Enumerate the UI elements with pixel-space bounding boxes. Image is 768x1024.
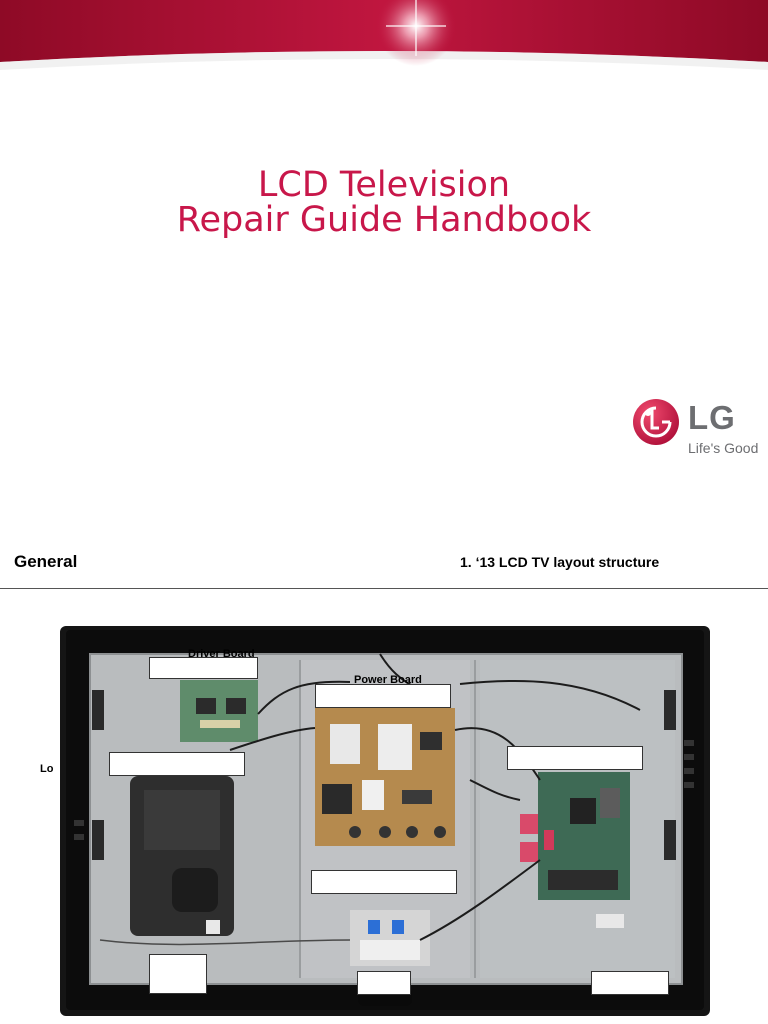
layout-slide: General 1. ‘13 LCD TV layout structure <box>0 520 768 1024</box>
header-divider <box>0 588 768 589</box>
label-box-main <box>507 746 643 770</box>
label-box-bottom-left <box>149 954 207 994</box>
cover-banner <box>0 0 768 70</box>
lg-wordmark: LG <box>688 399 736 436</box>
cover-slide: LCD Television Repair Guide Handbook LG … <box>0 0 768 460</box>
title-line-2: Repair Guide Handbook <box>176 200 592 240</box>
tv-back-photo <box>60 626 710 1016</box>
section-title: General <box>14 552 78 571</box>
callout-power-board: Power Board <box>354 674 422 686</box>
label-box-bottom-center <box>357 971 411 995</box>
label-box-left <box>109 752 245 776</box>
section-subtitle: 1. ‘13 LCD TV layout structure <box>460 554 660 570</box>
label-box-bottom-right <box>591 971 669 995</box>
label-box-ir <box>311 870 457 894</box>
cover-title: LCD Television Repair Guide Handbook <box>0 168 768 238</box>
label-box-power <box>315 684 451 708</box>
lg-logo: LG Life's Good <box>632 398 768 460</box>
driver-board <box>180 680 258 742</box>
lg-face-icon <box>633 399 679 445</box>
label-box-driver <box>149 657 258 679</box>
lg-tagline: Life's Good <box>688 440 759 456</box>
title-line-1: LCD Television <box>257 165 511 205</box>
callout-left-partial: Lo <box>40 763 54 775</box>
